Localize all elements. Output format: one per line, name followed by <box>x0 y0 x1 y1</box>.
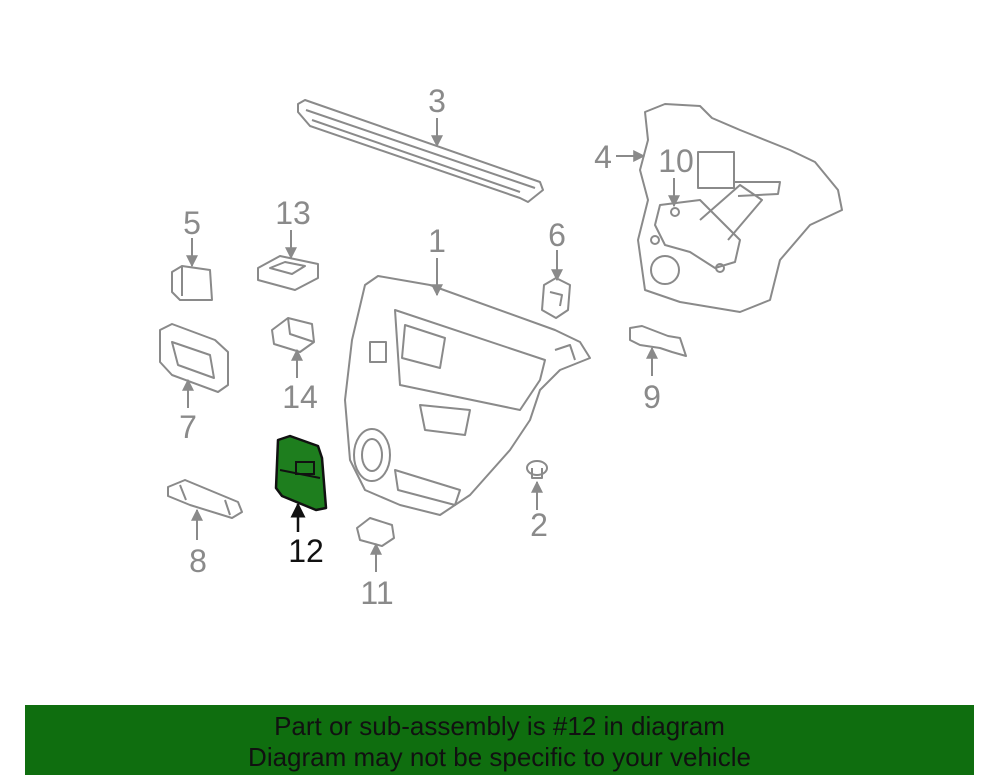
callout-3: 3 <box>428 83 446 119</box>
parts-diagram: 1 2 3 4 5 6 7 8 9 10 11 12 13 14 <box>159 83 843 611</box>
callout-14: 14 <box>282 379 318 415</box>
part-1-door-trim-panel[interactable] <box>344 275 591 516</box>
leader-lines <box>182 118 680 572</box>
banner-line-2: Diagram may not be specific to your vehi… <box>248 742 751 772</box>
part-4-door-module-panel[interactable] <box>637 103 843 313</box>
part-8-pull-handle[interactable] <box>167 479 243 519</box>
callout-6: 6 <box>548 217 566 253</box>
callout-8: 8 <box>189 543 207 579</box>
part-9-bracket[interactable] <box>629 325 687 357</box>
part-7-handle-bezel[interactable] <box>159 323 229 393</box>
callout-1: 1 <box>428 223 446 259</box>
part-12-trim-insert-highlighted[interactable] <box>274 434 328 512</box>
banner-line-1: Part or sub-assembly is #12 in diagram <box>274 711 725 741</box>
part-14-switch[interactable] <box>271 317 315 353</box>
callout-9: 9 <box>643 379 661 415</box>
callout-10: 10 <box>658 143 694 179</box>
part-5-cap[interactable] <box>171 265 213 301</box>
callout-13: 13 <box>275 195 311 231</box>
callout-4: 4 <box>594 139 612 175</box>
part-2-clip[interactable] <box>526 460 548 479</box>
callout-labels: 1 2 3 4 5 6 7 8 9 10 11 12 13 14 <box>179 83 694 611</box>
part-13-switch-bezel[interactable] <box>257 255 319 291</box>
part-6-lock-button[interactable] <box>541 277 571 319</box>
info-banner: Part or sub-assembly is #12 in diagram D… <box>25 705 974 775</box>
callout-12: 12 <box>288 533 324 569</box>
callout-2: 2 <box>530 507 548 543</box>
part-11-lens[interactable] <box>356 517 395 547</box>
part-3-weatherstrip[interactable] <box>297 99 544 203</box>
callout-7: 7 <box>179 409 197 445</box>
callout-11: 11 <box>360 575 393 611</box>
callout-5: 5 <box>183 205 201 241</box>
